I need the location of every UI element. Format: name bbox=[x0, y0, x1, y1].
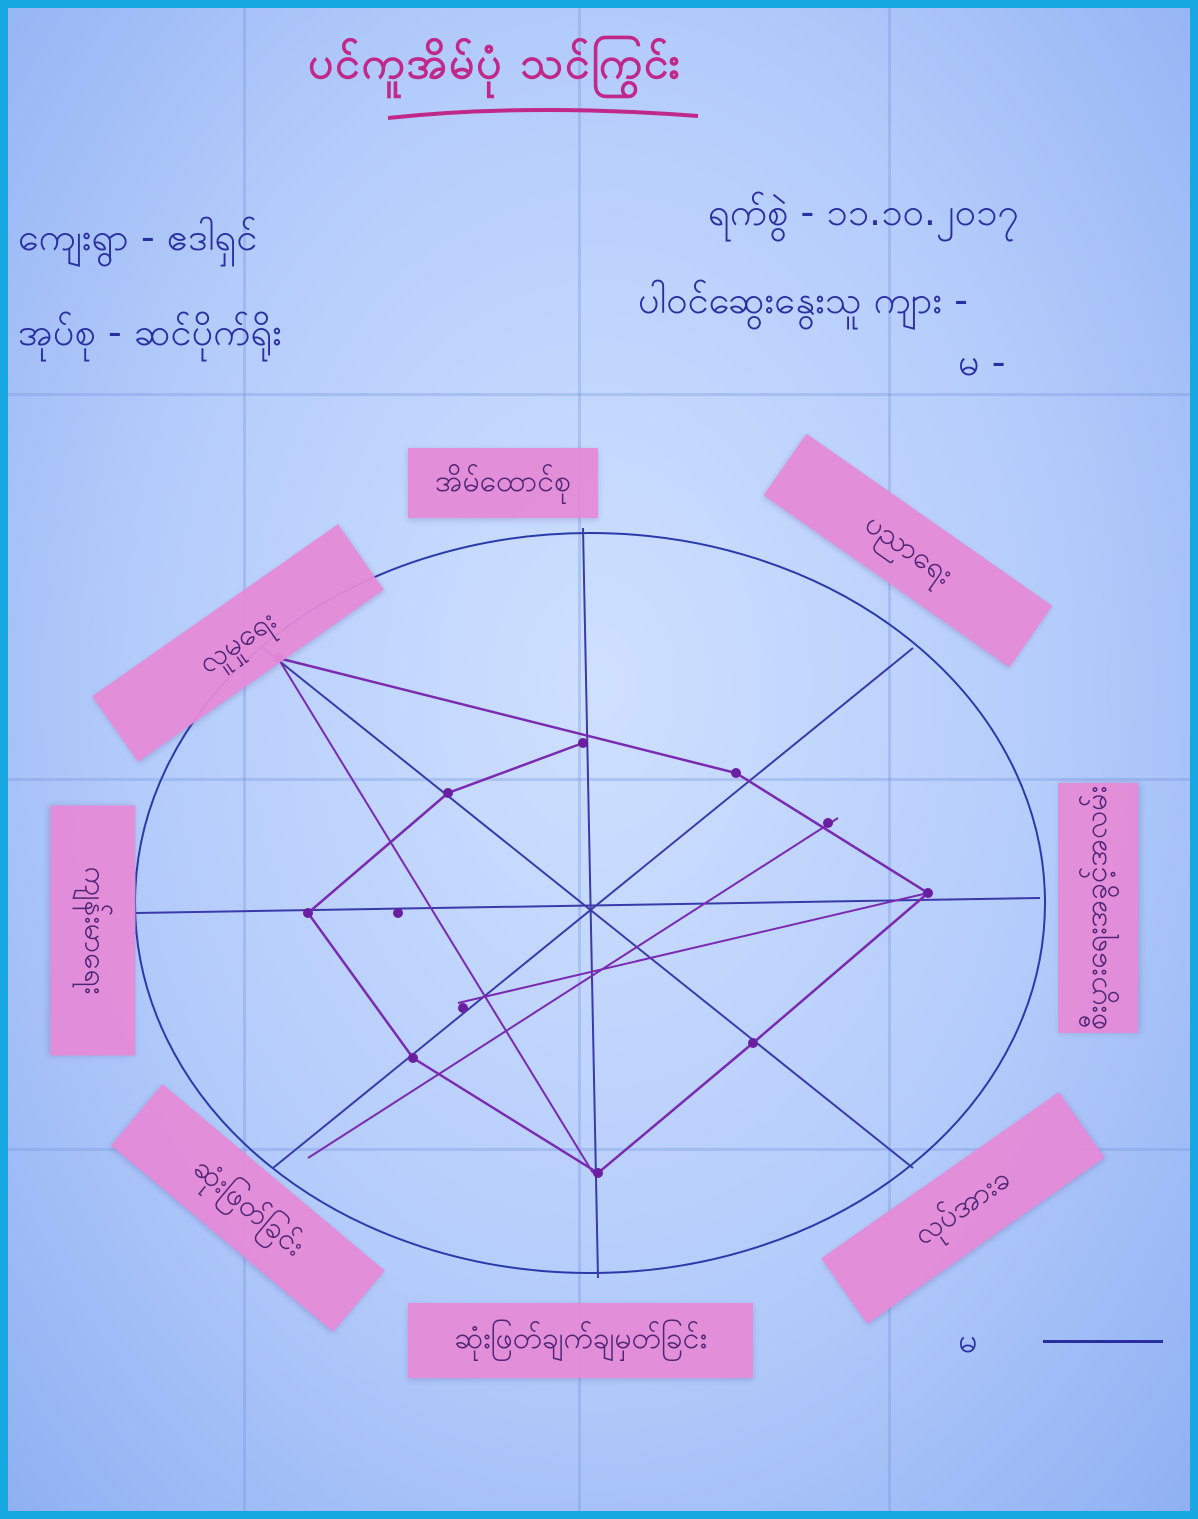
axis-horizontal bbox=[136, 898, 1040, 913]
score-line-c bbox=[458, 893, 928, 1003]
bottom-female-label: မ bbox=[958, 1318, 977, 1369]
spoke-label-right: စီးပွားရေးအခွင့်အလမ်း bbox=[1058, 783, 1138, 1033]
score-line-a bbox=[278, 658, 593, 1173]
spoke-label-left: ကျန်းမာရေး bbox=[51, 806, 136, 1056]
spoke-label-bottom: ဆုံးဖြတ်ချက်ချမှတ်ခြင်း bbox=[408, 1303, 753, 1378]
score-line-b bbox=[308, 818, 838, 1158]
spoke-label-top: အိမ်ထောင်စု bbox=[408, 448, 598, 518]
spider-diagram bbox=[8, 8, 1190, 1511]
legend-line bbox=[1043, 1340, 1163, 1343]
